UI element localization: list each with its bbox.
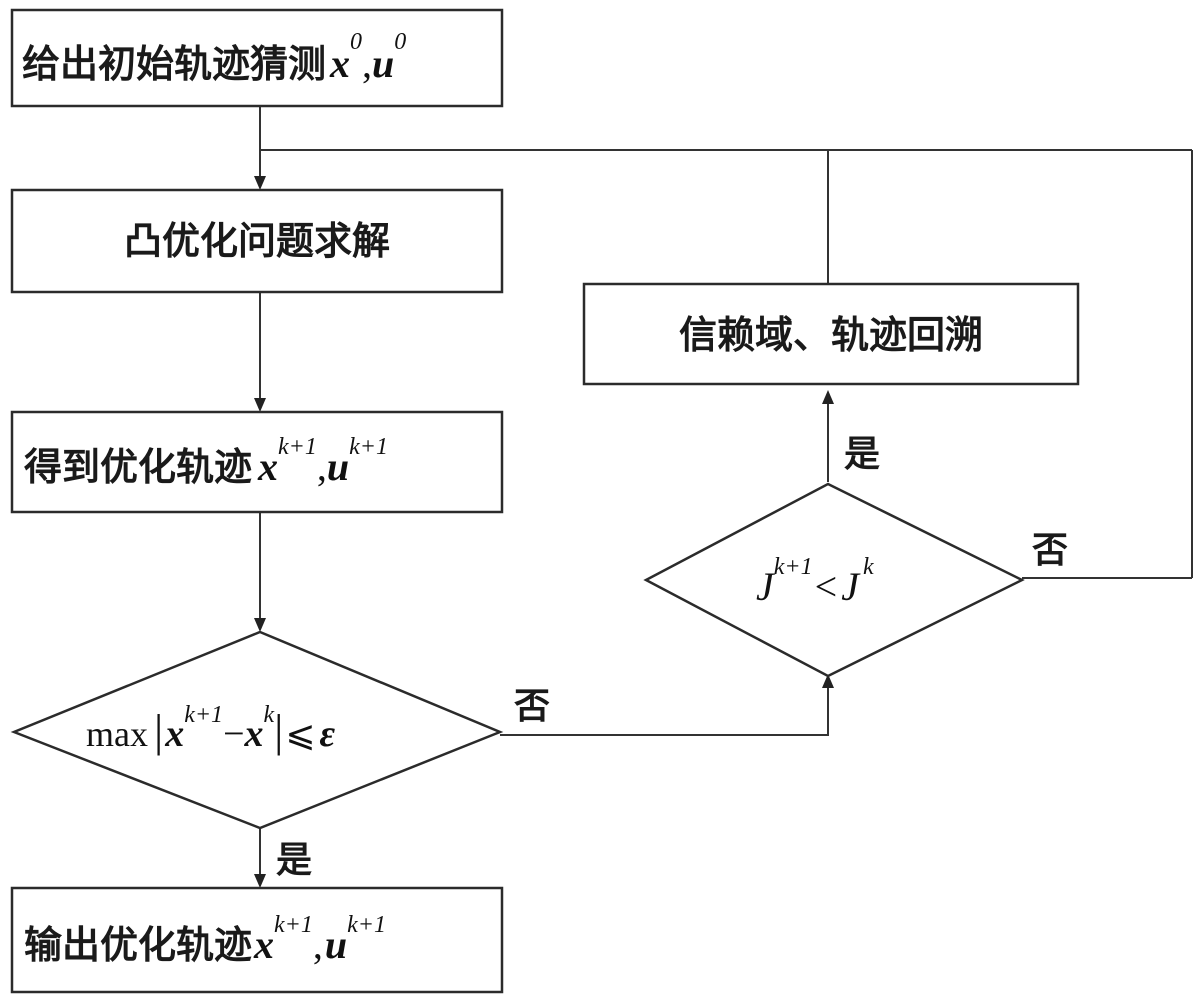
arrowhead-trust [822,390,834,404]
trust-region-label: 信赖域、轨迹回溯 [679,313,983,357]
solve-node: 凸优化问题求解 [10,188,504,294]
arrowhead-cost [822,674,834,688]
solve-box [10,188,504,294]
output-box [10,886,504,994]
arrowhead-result [254,398,266,412]
converge-no-label: 否 [514,686,550,727]
cost-no-label: 否 [1032,530,1068,571]
output-label: 输出优化轨迹xk+1,uk+1 [24,912,386,967]
edge-check-to-cost [500,678,829,736]
arrowhead-check [254,618,266,632]
converge-diamond [10,630,504,830]
arrowhead-solve [254,176,266,190]
trust-region-box [582,282,1080,386]
solve-label: 凸优化问题求解 [124,219,390,263]
converge-condition: max|xk+1−xk|⩽ε [86,702,336,756]
connectors [254,106,1193,888]
arrowhead-output [254,874,266,888]
trust-region-node: 信赖域、轨迹回溯 [582,282,1080,386]
output-node: 输出优化轨迹xk+1,uk+1 [10,886,504,994]
init-box [10,8,504,108]
cost-diamond [643,482,1025,678]
cost-yes-label: 是 [844,434,880,475]
converge-yes-label: 是 [276,840,312,881]
converge-decision: max|xk+1−xk|⩽ε [10,630,504,830]
result-box [10,410,504,514]
